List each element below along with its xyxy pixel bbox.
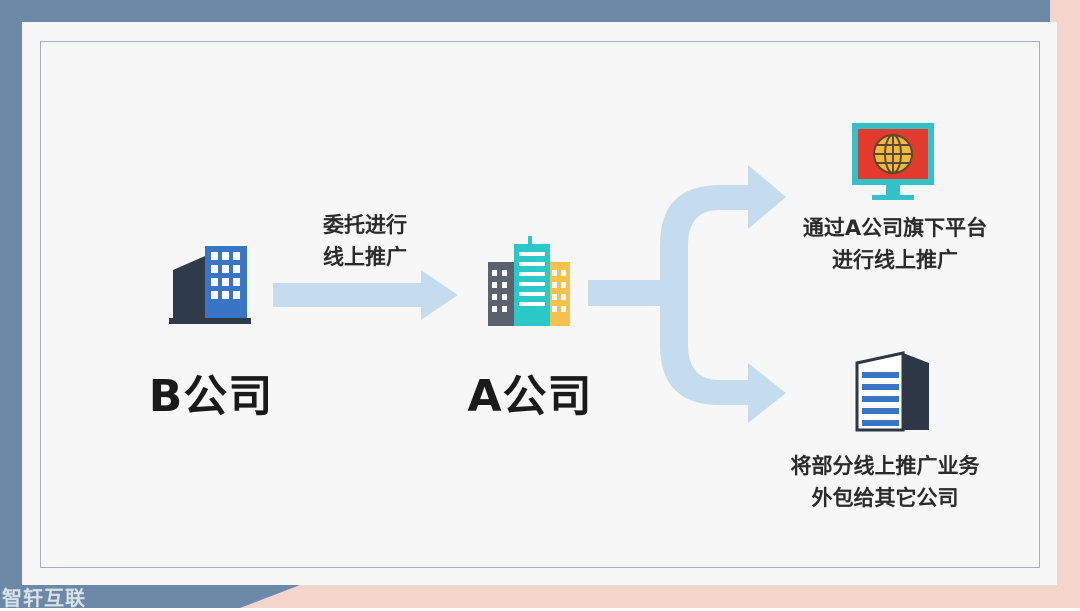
entrust-line-1: 委托进行: [323, 213, 407, 237]
outsource-line-2: 外包给其它公司: [811, 486, 959, 510]
outsource-label: 将部分线上推广业务 外包给其它公司: [760, 450, 1010, 514]
own-platform-label: 通过A公司旗下平台 进行线上推广: [770, 212, 1020, 276]
a-company-label: A公司: [467, 371, 593, 422]
bottom-arrowhead: [748, 363, 786, 423]
outsource-line-1: 将部分线上推广业务: [790, 454, 980, 478]
inner-border: [40, 41, 1040, 568]
branch-arrow: [588, 165, 786, 423]
entrust-label: 委托进行 线上推广: [290, 209, 440, 273]
watermark: 智轩互联: [2, 586, 86, 610]
office-building-icon: [169, 246, 251, 324]
b-company-label: B公司: [148, 371, 274, 422]
entrust-line-2: 线上推广: [323, 245, 407, 269]
own-platform-line-1: 通过A公司旗下平台: [802, 216, 988, 240]
office-tower-icon: [855, 351, 929, 432]
city-buildings-icon: [488, 236, 570, 326]
monitor-globe-icon: [852, 123, 934, 200]
own-platform-line-2: 进行线上推广: [832, 248, 958, 272]
entrust-arrow: [273, 270, 458, 320]
top-arrowhead: [748, 165, 786, 229]
